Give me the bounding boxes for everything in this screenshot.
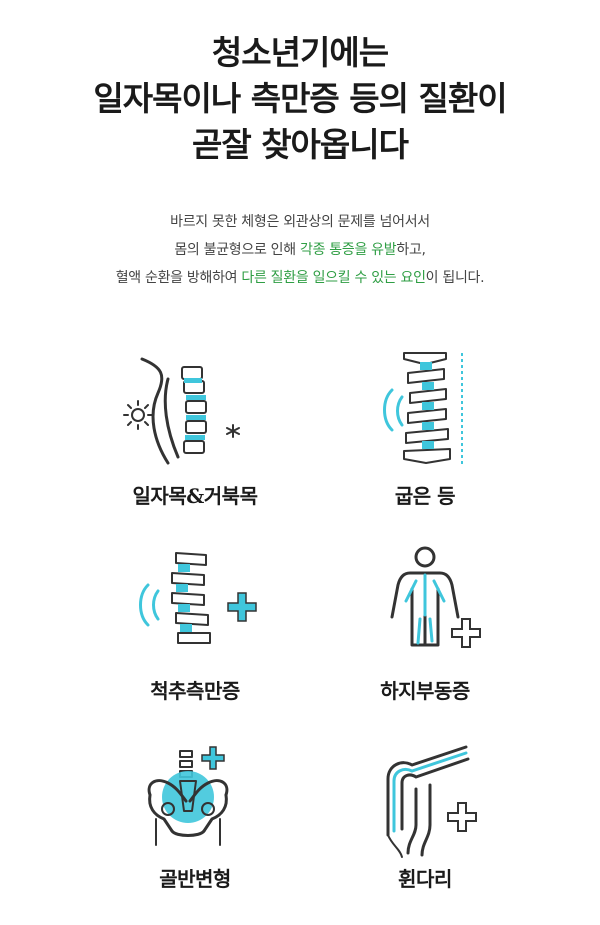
condition-label: 척추측만증 bbox=[150, 679, 240, 703]
description-text: 혈액 순환을 방해하여 bbox=[115, 270, 242, 286]
description-line-1: 바르지 못한 체형은 외관상의 문제를 넘어서서 bbox=[170, 214, 430, 230]
description-highlight: 다른 질환을 일으킬 수 있는 요인 bbox=[241, 270, 426, 286]
pelvis-deformity-icon bbox=[147, 746, 229, 846]
description-text: 몸의 불균형으로 인해 bbox=[174, 242, 300, 258]
description: 바르지 못한 체형은 외관상의 문제를 넘어서서 몸의 불균형으로 인해 각종 … bbox=[0, 208, 600, 292]
headline-line-1: 청소년기에는 bbox=[211, 33, 389, 72]
condition-card-straight-neck: 일자목&거북목 bbox=[70, 345, 320, 525]
bent-back-icon bbox=[383, 352, 463, 465]
scoliosis-icon bbox=[139, 552, 257, 644]
headline: 청소년기에는 일자목이나 측만증 등의 질환이 곧잘 찾아옵니다 bbox=[0, 30, 600, 168]
headline-line-2: 일자목이나 측만증 등의 질환이 bbox=[93, 79, 507, 118]
condition-label: 일자목&거북목 bbox=[132, 484, 258, 508]
bow-legs-icon bbox=[386, 745, 477, 858]
headline-line-3: 곧잘 찾아옵니다 bbox=[191, 125, 409, 164]
condition-card-bent-back: 굽은 등 bbox=[300, 345, 550, 525]
condition-label: 휜다리 bbox=[398, 867, 452, 891]
condition-card-bow-legs: 휜다리 bbox=[300, 745, 550, 925]
condition-card-pelvis-deformity: 골반변형 bbox=[70, 745, 320, 925]
leg-length-discrepancy-icon bbox=[390, 546, 481, 648]
straight-neck-icon bbox=[123, 357, 240, 465]
condition-label: 하지부동증 bbox=[380, 679, 470, 703]
description-highlight: 각종 통증을 유발 bbox=[299, 242, 397, 258]
description-text: 하고, bbox=[396, 242, 426, 258]
description-text: 이 됩니다. bbox=[425, 270, 485, 286]
condition-label: 굽은 등 bbox=[394, 484, 456, 508]
description-line-3: 혈액 순환을 방해하여 다른 질환을 일으킬 수 있는 요인이 됩니다. bbox=[0, 264, 600, 292]
condition-card-leg-length-discrepancy: 하지부동증 bbox=[300, 545, 550, 725]
description-line-2: 몸의 불균형으로 인해 각종 통증을 유발하고, bbox=[0, 236, 600, 264]
condition-card-scoliosis: 척추측만증 bbox=[70, 545, 320, 725]
page: 청소년기에는 일자목이나 측만증 등의 질환이 곧잘 찾아옵니다 바르지 못한 … bbox=[0, 30, 600, 891]
condition-label: 골반변형 bbox=[159, 867, 231, 891]
